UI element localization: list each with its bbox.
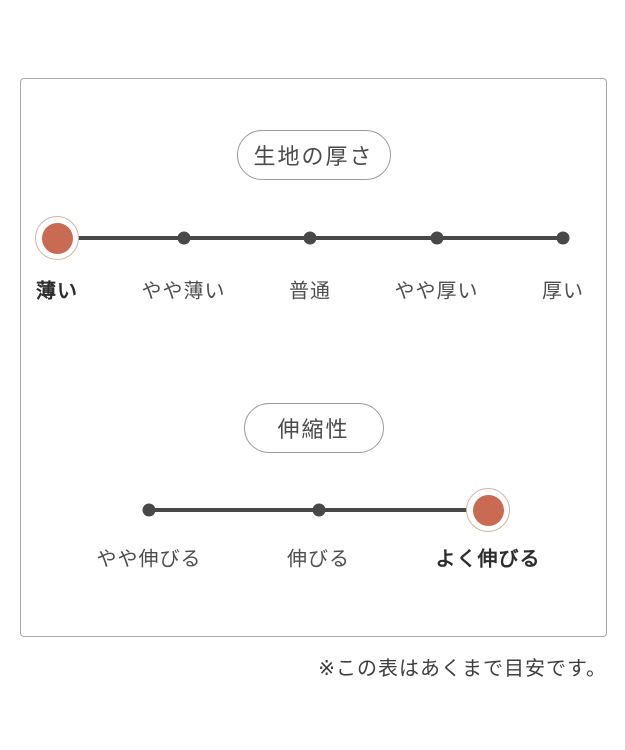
scale-dot xyxy=(142,503,156,517)
stretch-title: 伸縮性 xyxy=(277,417,350,442)
thickness-title: 生地の厚さ xyxy=(253,144,374,169)
thickness-label-normal: 普通 xyxy=(289,280,331,303)
stretch-label-stretches-well: よく伸びる xyxy=(435,548,541,571)
stretch-title-pill: 伸縮性 xyxy=(243,403,384,453)
thickness-label-thin: 薄い xyxy=(36,280,78,303)
selected-dot xyxy=(472,494,504,526)
selected-dot xyxy=(41,222,73,254)
stretch-label-stretches: 伸びる xyxy=(287,548,350,571)
scale-dot xyxy=(177,231,190,245)
thickness-selected-marker xyxy=(35,216,79,260)
disclaimer-note: ※この表はあくまで目安です。 xyxy=(318,658,607,680)
thickness-label-somewhat-thin: やや薄い xyxy=(141,280,226,303)
scale-dot xyxy=(312,503,325,517)
scale-dot xyxy=(303,231,317,245)
scale-dot xyxy=(430,231,443,245)
scale-dot xyxy=(556,231,570,245)
thickness-title-pill: 生地の厚さ xyxy=(236,130,391,180)
stretch-label-somewhat: やや伸びる xyxy=(96,548,202,571)
size-guide-panel: 生地の厚さ 薄い やや薄い 普通 やや厚い 厚い 伸縮性 やや伸びる 伸びる よ… xyxy=(20,78,607,637)
stretch-selected-marker xyxy=(466,488,510,532)
thickness-label-thick: 厚い xyxy=(542,280,584,303)
thickness-label-somewhat-thick: やや厚い xyxy=(394,280,479,303)
